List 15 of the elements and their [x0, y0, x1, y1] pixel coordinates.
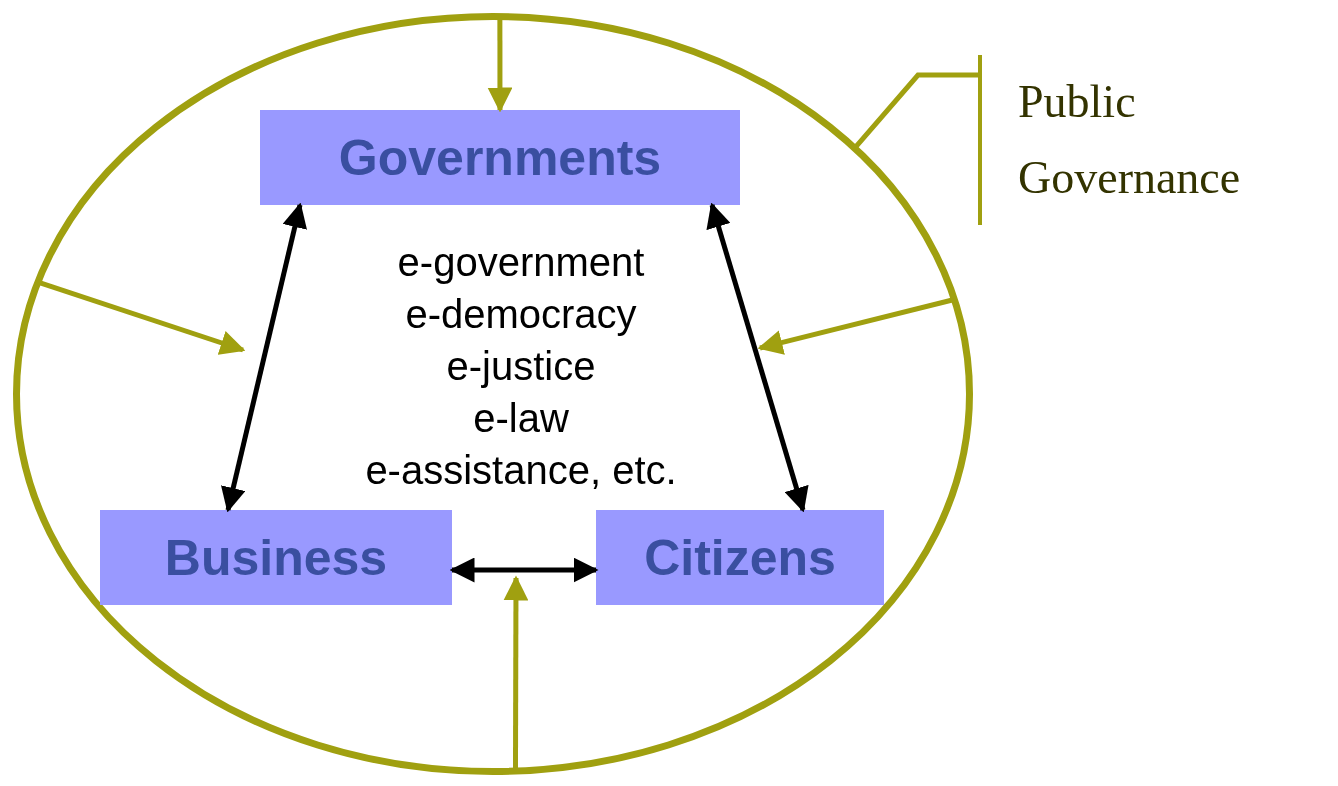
arrow: [221, 202, 307, 513]
arrow: [37, 279, 246, 355]
group-label: Public Governance: [978, 55, 1328, 225]
actor-box: Business: [100, 510, 452, 605]
service-label: e-justice: [445, 344, 597, 389]
arrow: [757, 297, 955, 355]
leader-line: [852, 72, 978, 150]
service-label: e-government: [396, 240, 646, 285]
service-label: e-democracy: [404, 292, 638, 337]
service-label: e-assistance, etc.: [364, 448, 678, 493]
actor-box: Governments: [260, 110, 740, 205]
service-label: e-law: [472, 396, 570, 441]
arrow: [706, 202, 809, 513]
arrow: [449, 557, 599, 583]
actor-box: Citizens: [596, 510, 884, 605]
